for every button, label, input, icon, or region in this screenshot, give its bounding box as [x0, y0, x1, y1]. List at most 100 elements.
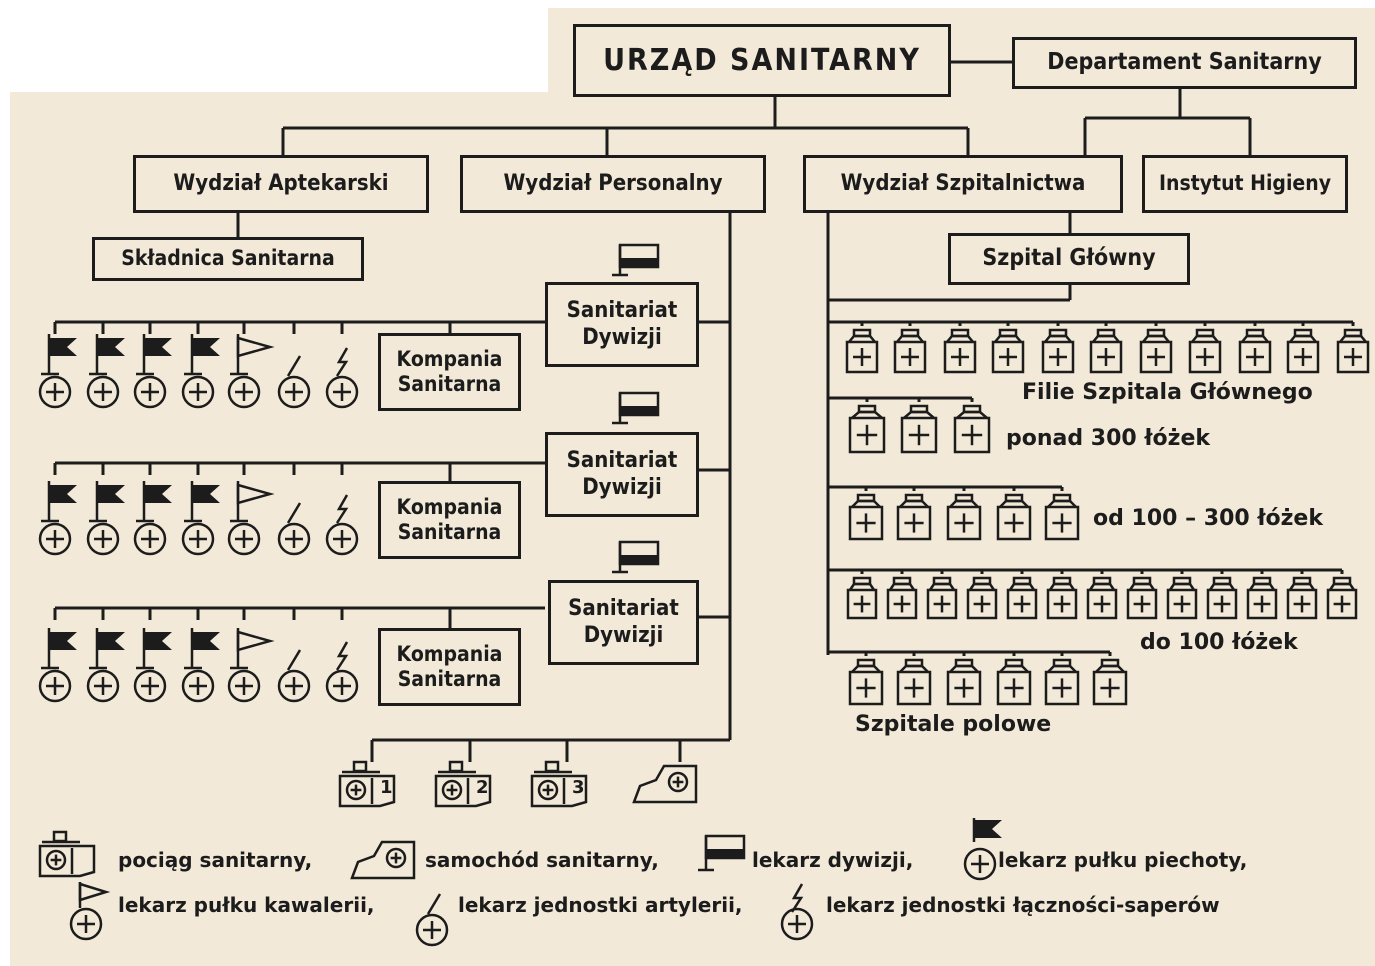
branch-hospital-icon [1238, 328, 1272, 374]
artillery-doctor-icon [277, 355, 311, 409]
cavalry-doctor-icon [227, 628, 275, 703]
szpital-glowny-box: Szpital Główny [948, 233, 1190, 285]
medium-hospital-icon [1044, 493, 1080, 541]
wydzial-personalny-box: Wydział Personalny [460, 155, 766, 213]
sanitariat-dywizji-box: Sanitariat Dywizji [545, 432, 699, 517]
branch-hospital-icon [845, 328, 879, 374]
branch-hospital-icon [1041, 328, 1075, 374]
urzad-sanitarny-box: URZĄD SANITARNY [573, 24, 951, 97]
branch-hospital-icon [943, 328, 977, 374]
infantry-doctor-icon [181, 628, 220, 703]
ambulance-icon [632, 764, 698, 804]
small-hospital-icon [926, 576, 958, 620]
small-hospital-icon [1286, 576, 1318, 620]
do-100-label: do 100 łóżek [1140, 630, 1298, 655]
infantry-doctor-icon [133, 628, 172, 703]
skladnica-sanitarna-box: Składnica Sanitarna [92, 237, 364, 281]
signals-doctor-icon [325, 347, 359, 409]
infantry-doctor-icon [38, 481, 77, 556]
legend-ambulance-label: samochód sanitarny, [425, 848, 659, 872]
branch-hospital-icon [1286, 328, 1320, 374]
small-hospital-icon [886, 576, 918, 620]
branch-hospital-icon [1336, 328, 1370, 374]
small-hospital-icon [1086, 576, 1118, 620]
field-hospital-icon [996, 658, 1032, 706]
legend-infantry-doctor-label: lekarz pułku piechoty, [998, 848, 1248, 872]
small-hospital-icon [1206, 576, 1238, 620]
branch-hospital-icon [1089, 328, 1123, 374]
sanitariat-dywizji-box: Sanitariat Dywizji [548, 580, 699, 665]
legend-artillery-doctor-label: lekarz jednostki artylerii, [458, 893, 743, 917]
legend-division-doctor-label: lekarz dywizji, [752, 848, 914, 872]
branch-hospital-icon [893, 328, 927, 374]
medium-hospital-icon [996, 493, 1032, 541]
legend-signals-doctor-label: lekarz jednostki łączności-saperów [826, 893, 1220, 917]
filie-label: Filie Szpitala Głównego [1022, 380, 1313, 405]
kompania-sanitarna-box: Kompania Sanitarna [378, 333, 521, 411]
division-doctor-icon [612, 243, 660, 277]
kompania-sanitarna-box: Kompania Sanitarna [378, 628, 521, 706]
division-doctor-icon [612, 540, 660, 574]
infantry-doctor-icon [86, 334, 125, 409]
infantry-doctor-icon [86, 481, 125, 556]
infantry-doctor-icon [38, 628, 77, 703]
branch-hospital-icon [1188, 328, 1222, 374]
large-hospital-icon [848, 404, 886, 454]
legend-cavalry-doctor-label: lekarz pułku kawalerii, [118, 893, 375, 917]
infantry-doctor-icon [133, 481, 172, 556]
medium-hospital-icon [946, 493, 982, 541]
medium-hospital-icon [896, 493, 932, 541]
signals-doctor-icon [325, 641, 359, 703]
field-hospital-icon [848, 658, 884, 706]
wydzial-aptekarski-box: Wydział Aptekarski [133, 155, 429, 213]
branch-hospital-icon [1139, 328, 1173, 374]
ponad-300-label: ponad 300 łóżek [1006, 426, 1210, 451]
artillery-doctor-icon [277, 649, 311, 703]
small-hospital-icon [1166, 576, 1198, 620]
small-hospital-icon [1326, 576, 1358, 620]
medium-hospital-icon [848, 493, 884, 541]
large-hospital-icon [953, 404, 991, 454]
train-number: 3 [572, 777, 585, 798]
infantry-doctor-icon [181, 481, 220, 556]
artillery-doctor-icon [277, 502, 311, 556]
field-hospital-icon [896, 658, 932, 706]
legend-train-label: pociąg sanitarny, [118, 848, 313, 872]
legend-infantry-doctor-icon [963, 818, 1002, 881]
legend-train-icon [38, 830, 96, 878]
legend-signals-doctor-icon [780, 883, 814, 941]
wydzial-szpitalnictwa-box: Wydział Szpitalnictwa [803, 155, 1123, 213]
cavalry-doctor-icon [227, 334, 275, 409]
field-hospital-icon [1044, 658, 1080, 706]
small-hospital-icon [1046, 576, 1078, 620]
legend-cavalry-doctor-icon [69, 882, 111, 941]
small-hospital-icon [1126, 576, 1158, 620]
infantry-doctor-icon [181, 334, 220, 409]
legend-division-doctor-icon [698, 834, 746, 872]
legend-ambulance-icon [350, 840, 416, 880]
kompania-sanitarna-box: Kompania Sanitarna [378, 481, 521, 559]
branch-hospital-icon [991, 328, 1025, 374]
field-hospital-icon [946, 658, 982, 706]
departament-sanitarny-box: Departament Sanitarny [1012, 37, 1357, 89]
large-hospital-icon [900, 404, 938, 454]
train-number: 2 [476, 777, 489, 798]
medical-train-icon [338, 760, 396, 808]
szpitale-polowe-label: Szpitale polowe [855, 712, 1052, 737]
field-hospital-icon [1092, 658, 1128, 706]
medical-train-icon [530, 760, 588, 808]
cavalry-doctor-icon [227, 481, 275, 556]
small-hospital-icon [1246, 576, 1278, 620]
small-hospital-icon [1006, 576, 1038, 620]
instytut-higieny-box: Instytut Higieny [1142, 155, 1348, 213]
infantry-doctor-icon [86, 628, 125, 703]
small-hospital-icon [846, 576, 878, 620]
signals-doctor-icon [325, 494, 359, 556]
sanitariat-dywizji-box: Sanitariat Dywizji [545, 282, 699, 367]
od-100-300-label: od 100 – 300 łóżek [1093, 506, 1323, 531]
train-number: 1 [380, 777, 393, 798]
division-doctor-icon [612, 391, 660, 425]
